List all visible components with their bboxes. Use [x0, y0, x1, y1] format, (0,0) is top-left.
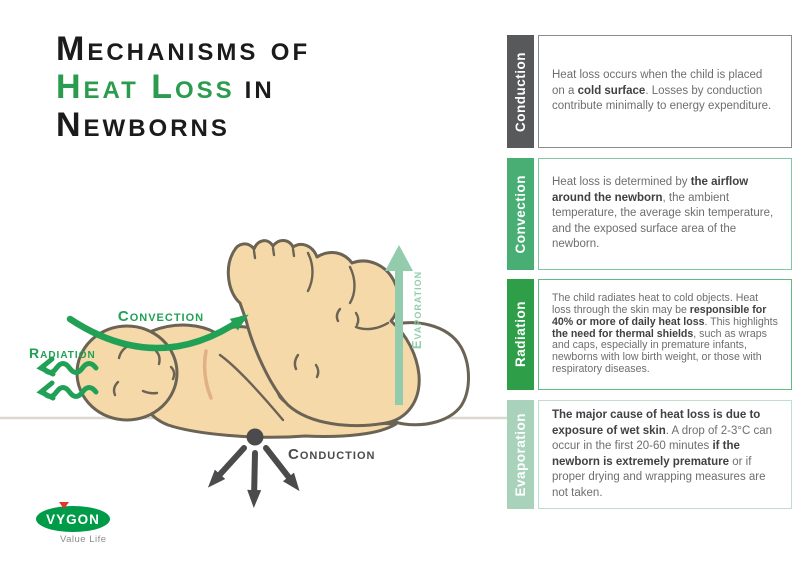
- newborn-baby: [75, 239, 470, 439]
- panel-radiation-tab: Radiation: [507, 279, 534, 390]
- evaporation-arrow: [385, 245, 413, 405]
- convection-label: Convection: [118, 308, 204, 325]
- baby-arm-shading: [202, 349, 213, 400]
- radiation-label: Radiation: [29, 345, 96, 361]
- panel-convection-tab: Convection: [507, 158, 534, 270]
- panel-evaporation-tab: Evaporation: [507, 400, 534, 509]
- title-in: in: [244, 68, 275, 106]
- panel-conduction: Conduction Heat loss occurs when the chi…: [507, 35, 792, 148]
- panel-radiation-box: The child radiates heat to cold objects.…: [538, 279, 792, 390]
- panel-conduction-text: Heat loss occurs when the child is place…: [552, 69, 772, 113]
- title-line-1: Mechanisms of: [56, 30, 311, 68]
- vygon-logo-oval: VYGON: [36, 502, 110, 532]
- convection-arrow: [66, 314, 249, 352]
- conduction-label: Conduction: [288, 446, 375, 463]
- baby-detail-lines: [112, 246, 390, 422]
- evaporation-label: Evaporation: [409, 271, 424, 349]
- vygon-tagline: Value Life: [60, 534, 107, 545]
- vygon-brand-name: VYGON: [46, 511, 100, 527]
- title-heat-loss: Heat Loss: [56, 68, 235, 106]
- vygon-logo: VYGON Value Life: [36, 502, 110, 545]
- title-line-3: Newborns: [56, 106, 230, 144]
- panel-convection-box: Heat loss is determined by the airflow a…: [538, 158, 792, 270]
- panel-radiation-tab-label: Radiation: [513, 301, 528, 368]
- conduction-arrows: [207, 428, 300, 508]
- baby-head: [75, 324, 179, 422]
- panel-conduction-tab-label: Conduction: [513, 51, 528, 132]
- panel-evaporation: Evaporation The major cause of heat loss…: [507, 400, 792, 509]
- panel-evaporation-text: The major cause of heat loss is due to e…: [552, 409, 773, 499]
- panel-convection-tab-label: Convection: [513, 174, 528, 254]
- panel-conduction-tab: Conduction: [507, 35, 534, 148]
- panel-radiation-text: The child radiates heat to cold objects.…: [552, 292, 778, 375]
- newborn-illustration: Convection Radiation Evaporation Conduct…: [0, 239, 507, 508]
- panel-evaporation-tab-label: Evaporation: [513, 412, 528, 497]
- panel-convection: Convection Heat loss is determined by th…: [507, 158, 792, 270]
- panel-evaporation-box: The major cause of heat loss is due to e…: [538, 400, 792, 509]
- radiation-wave-arrows: [36, 356, 99, 401]
- baby-legs: [226, 239, 421, 428]
- logo-triangle-icon: [59, 502, 69, 509]
- panel-radiation: Radiation The child radiates heat to col…: [507, 279, 792, 390]
- panel-convection-text: Heat loss is determined by the airflow a…: [552, 176, 774, 251]
- panel-conduction-box: Heat loss occurs when the child is place…: [538, 35, 792, 148]
